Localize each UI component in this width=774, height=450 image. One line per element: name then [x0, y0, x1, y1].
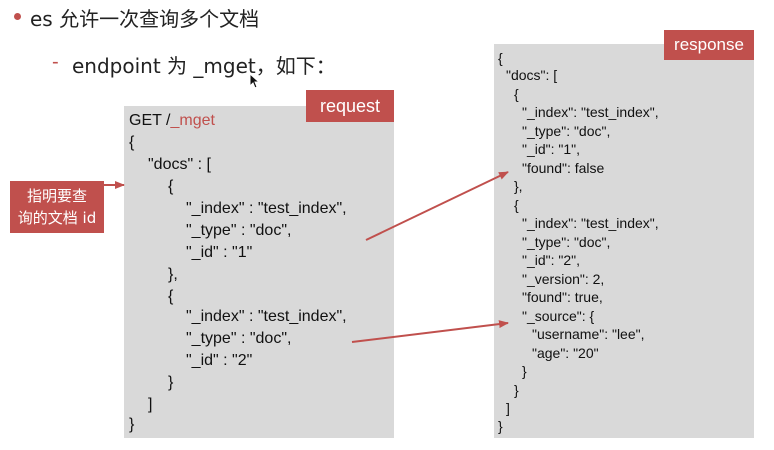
callout-line-1: 指明要查	[26, 187, 87, 205]
response-code-line: }	[522, 363, 527, 379]
callout-line-2: 询的文档 id	[17, 209, 97, 227]
callout-box: 指明要查 询的文档 id	[10, 181, 104, 233]
sub-bullet-dash: -	[52, 51, 59, 73]
request-code-line: "_type" : "doc",	[186, 222, 292, 239]
request-code-line: }	[129, 416, 135, 433]
doc1-arrow	[365, 171, 509, 241]
response-tag: response	[664, 30, 754, 60]
response-code-line: {	[514, 86, 519, 102]
response-code-line: "age": "20"	[532, 345, 599, 361]
request-code-line: "_id" : "2"	[186, 352, 253, 369]
response-code-line: "_source": {	[522, 308, 595, 324]
response-code-line: "_version": 2,	[522, 271, 605, 287]
response-code-line: "_index": "test_index",	[522, 104, 659, 120]
response-code-line: "docs": [	[506, 67, 558, 83]
request-code-line: "_type" : "doc",	[186, 330, 292, 347]
request-code-line: "_id" : "1"	[186, 244, 253, 261]
request-endpoint: _mget	[170, 112, 215, 129]
request-code-panel: GET /_mget { "docs" : [ { "_index" : "te…	[124, 106, 394, 438]
response-code-line: "_type": "doc",	[522, 123, 611, 139]
request-code-line: {	[129, 134, 135, 151]
response-code-line: {	[498, 50, 503, 66]
page-subheading: endpoint 为 _mget，如下：	[72, 54, 336, 78]
request-code-line: "_index" : "test_index",	[186, 308, 347, 325]
request-code-line: {	[168, 178, 174, 195]
response-code-line: }	[498, 418, 503, 434]
response-code-line: "_id": "1",	[522, 141, 581, 157]
request-tag: request	[306, 90, 394, 122]
response-code-line: "username": "lee",	[532, 326, 645, 342]
response-code-line: "_type": "doc",	[522, 234, 611, 250]
bullet-dot	[14, 13, 21, 20]
request-code-line: {	[168, 288, 174, 305]
response-code-panel: { "docs": [ { "_index": "test_index", "_…	[494, 44, 754, 438]
page-heading: es 允许一次查询多个文档	[30, 7, 260, 31]
request-code-line: }	[168, 374, 174, 391]
response-code-line: "_index": "test_index",	[522, 215, 659, 231]
mouse-cursor-icon	[249, 73, 261, 89]
response-code-line: "_id": "2",	[522, 252, 581, 268]
request-method-line: GET /_mget	[129, 112, 215, 130]
response-code-line: {	[514, 197, 519, 213]
doc2-arrow	[351, 320, 509, 343]
request-code-line: "_index" : "test_index",	[186, 200, 347, 217]
response-code-line: }	[514, 382, 519, 398]
response-code-line: "found": true,	[522, 289, 603, 305]
response-code-line: ]	[506, 400, 510, 416]
request-code-line: },	[168, 266, 178, 283]
response-code-line: },	[514, 178, 523, 194]
response-code-line: "found": false	[522, 160, 605, 176]
request-code-line: "docs" : [	[148, 156, 211, 173]
request-method: GET /	[129, 112, 171, 129]
request-code-line: ]	[148, 396, 153, 413]
